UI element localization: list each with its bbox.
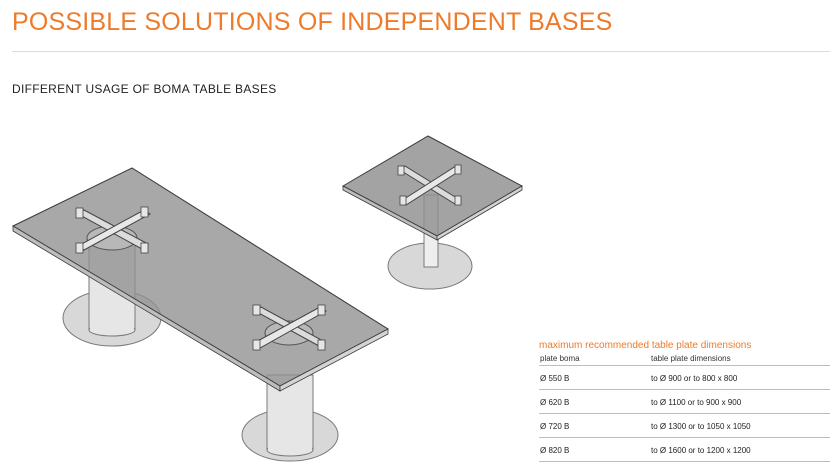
table-row: Ø 720 B to Ø 1300 or to 1050 x 1050 [539, 413, 830, 437]
table-cell: to Ø 1300 or to 1050 x 1050 [651, 422, 751, 431]
section-subtitle: DIFFERENT USAGE OF BOMA TABLE BASES [12, 82, 277, 96]
header-table: table plate dimensions [651, 354, 731, 363]
dimensions-table: maximum recommended table plate dimensio… [539, 340, 830, 462]
table-row: Ø 550 B to Ø 900 or to 800 x 800 [539, 365, 830, 389]
header-plate: plate boma [540, 354, 580, 363]
table-cell: to Ø 900 or to 800 x 800 [651, 374, 738, 383]
plate-cell: Ø 620 B [540, 398, 570, 407]
plate-cell: Ø 720 B [540, 422, 570, 431]
rectangular-table-drawing [11, 167, 389, 462]
table-bases-illustration [11, 135, 524, 462]
cross-support-left [75, 206, 151, 254]
title-divider [12, 51, 830, 52]
table-cell: to Ø 1100 or to 900 x 900 [651, 398, 742, 407]
dimensions-header: plate boma table plate dimensions [539, 353, 830, 365]
page-title: POSSIBLE SOLUTIONS OF INDEPENDENT BASES [12, 8, 613, 36]
table-top-large [11, 167, 389, 387]
cross-support-right [252, 304, 327, 351]
dimensions-title: maximum recommended table plate dimensio… [539, 340, 752, 351]
plate-cell: Ø 550 B [540, 374, 570, 383]
table-cell: to Ø 1600 or to 1200 x 1200 [651, 446, 751, 455]
table-row: Ø 620 B to Ø 1100 or to 900 x 900 [539, 389, 830, 413]
table-row: Ø 820 B to Ø 1600 or to 1200 x 1200 [539, 437, 830, 462]
square-table-drawing [341, 135, 524, 290]
plate-cell: Ø 820 B [540, 446, 570, 455]
cross-support-small [397, 164, 462, 206]
